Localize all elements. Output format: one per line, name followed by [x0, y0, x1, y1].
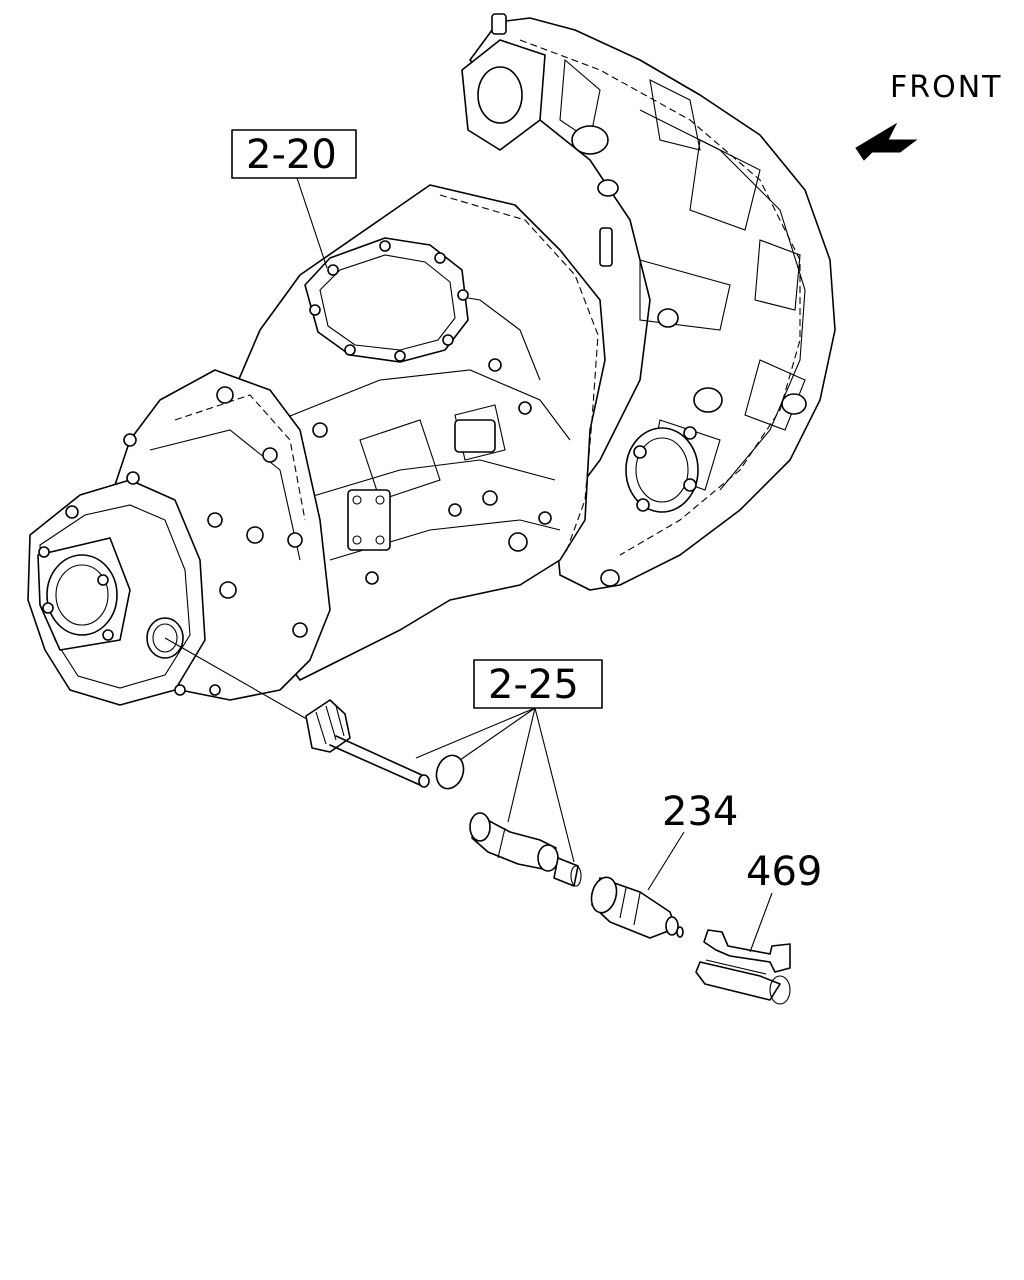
part-sensor-number: 234 [662, 789, 738, 835]
transmission-housing [27, 13, 836, 706]
o-ring [435, 754, 465, 790]
sleeve-seal [553, 857, 582, 887]
speedometer-sleeve [469, 812, 559, 872]
ref-box-speedometer-gear: 2-25 [415, 659, 603, 863]
clip-bracket: 469 [695, 849, 822, 1005]
part-bracket-number: 469 [746, 849, 822, 895]
speed-sensor: 234 [590, 789, 738, 939]
front-arrow-icon [855, 122, 918, 161]
front-label: FRONT [890, 70, 1002, 105]
ref-transmission-text: 2-20 [246, 132, 337, 178]
ref-box-transmission: 2-20 [231, 129, 357, 269]
ref-speedometer-gear-text: 2-25 [488, 662, 579, 708]
speedometer-driven-gear [164, 637, 430, 788]
